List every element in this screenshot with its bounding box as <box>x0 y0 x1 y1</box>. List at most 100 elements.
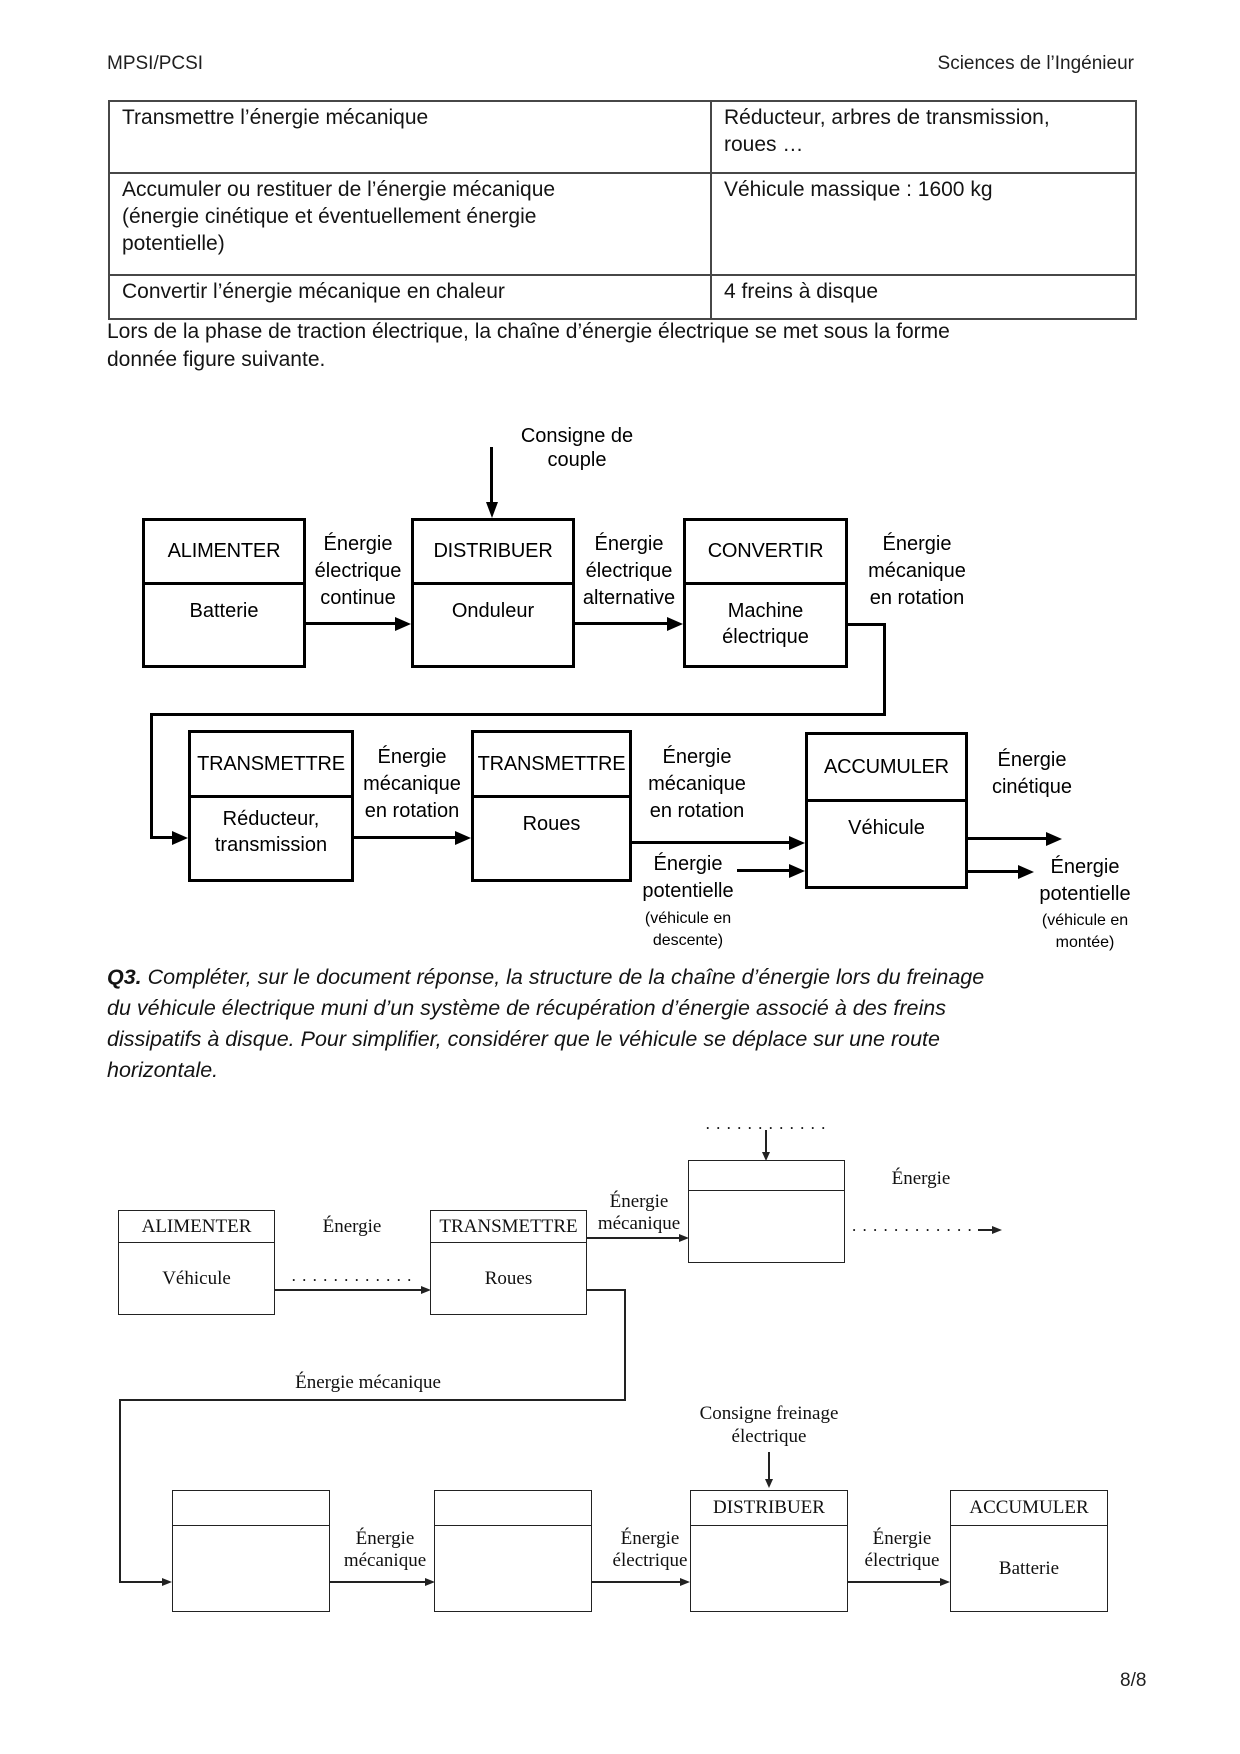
table-cell-function: Accumuler ou restituer de l’énergie méca… <box>108 172 712 276</box>
arrow-down-icon <box>765 1479 773 1488</box>
arrow-line <box>848 1581 941 1583</box>
box-distribuer: DISTRIBUER Onduleur <box>411 518 575 668</box>
table-row: Accumuler ou restituer de l’énergie méca… <box>108 172 1137 276</box>
label-energie-electrique: Énergie électrique <box>612 1528 688 1571</box>
connector-line <box>848 623 886 626</box>
arrow-right-icon <box>162 1578 172 1586</box>
blank-dots: . . . . . . . . . . . . <box>291 1266 413 1285</box>
blank-dots: . . . . . . . . . . . . <box>705 1114 827 1133</box>
arrow-right-icon <box>425 1578 435 1586</box>
note-vehicule-montee: (véhicule en montée) <box>1041 912 1129 951</box>
box-transmettre-roues: TRANSMETTRE Roues <box>471 730 632 882</box>
note-vehicule-descente: (véhicule en descente) <box>644 910 732 949</box>
consigne-arrow-line <box>768 1452 770 1480</box>
box-title: ALIMENTER <box>119 1211 274 1243</box>
box-blank-2 <box>434 1490 592 1612</box>
arrow-right-icon <box>1046 832 1062 846</box>
box-title: ACCUMULER <box>951 1491 1107 1526</box>
arrow-right-icon <box>395 617 411 631</box>
box-alimenter: ALIMENTER Batterie <box>142 518 306 668</box>
box-body <box>691 1526 847 1611</box>
box-body: Batterie <box>998 1557 1060 1579</box>
intro-paragraph: Lors de la phase de traction électrique,… <box>107 320 950 371</box>
box-body: Machine électrique <box>722 600 809 648</box>
arrow-right-icon <box>680 1578 690 1586</box>
label-energie-mecanique-long: Énergie mécanique <box>295 1372 441 1393</box>
header-right: Sciences de l’Ingénieur <box>937 53 1134 74</box>
arrow-line <box>330 1581 426 1583</box>
label-energie-mecanique: Énergie mécanique <box>343 1528 427 1571</box>
arrow-line <box>275 1289 422 1291</box>
label-energie-electrique: Énergie électrique <box>864 1528 940 1571</box>
table-cell-solution: 4 freins à disque <box>710 274 1137 320</box>
box-body-blank <box>435 1526 591 1611</box>
arrow-line <box>632 841 792 844</box>
arrow-line <box>306 622 398 625</box>
arrow-right-icon <box>667 617 683 631</box>
box-body: Véhicule <box>162 1267 231 1289</box>
table-cell-function: Convertir l’énergie mécanique en chaleur <box>108 274 712 320</box>
connector-line <box>119 1399 121 1583</box>
connector-line <box>883 623 886 716</box>
label-energie-electrique-alternative: Énergie électrique alternative <box>582 533 676 609</box>
connector-line <box>150 713 153 839</box>
box-body: Roues <box>522 813 581 835</box>
arrow-line <box>119 1581 162 1583</box>
box-transmettre-roues: TRANSMETTRE Roues <box>430 1210 587 1315</box>
header-left: MPSI/PCSI <box>107 53 204 74</box>
arrow-right-icon <box>1018 865 1034 879</box>
arrow-line <box>587 1237 679 1239</box>
arrow-right-icon <box>421 1286 431 1294</box>
box-title: TRANSMETTRE <box>431 1211 586 1243</box>
label-energie-cinetique: Énergie cinétique <box>991 749 1073 798</box>
connector-line <box>587 1289 626 1291</box>
arrow-line <box>575 622 667 625</box>
label-energie-mecanique: Énergie mécanique <box>597 1191 681 1234</box>
arrow-right-icon <box>679 1234 689 1242</box>
box-blank-convertir <box>688 1160 845 1263</box>
label-energie-electrique-continue: Énergie électrique continue <box>314 533 402 609</box>
box-body: Véhicule <box>848 817 925 839</box>
box-title: CONVERTIR <box>686 521 845 585</box>
box-blank-1 <box>172 1490 330 1612</box>
table-row: Convertir l’énergie mécanique en chaleur… <box>108 274 1137 320</box>
box-body-blank <box>173 1526 329 1611</box>
table-cell-solution: Réducteur, arbres de transmission, roues… <box>710 100 1137 174</box>
box-title: TRANSMETTRE <box>191 733 351 798</box>
box-distribuer: DISTRIBUER <box>690 1490 848 1612</box>
consigne-arrow-line <box>490 447 493 503</box>
q3-number: Q3. <box>107 965 142 989</box>
box-body-blank <box>689 1191 844 1262</box>
box-title: DISTRIBUER <box>414 521 572 585</box>
label-energie-potentielle-in: Énergie potentielle <box>642 853 734 902</box>
connector-line <box>119 1399 626 1401</box>
arrow-right-icon <box>789 836 805 850</box>
table-row: Transmettre l’énergie mécanique Réducteu… <box>108 100 1137 174</box>
box-title: DISTRIBUER <box>691 1491 847 1526</box>
label-energie-out: Énergie <box>891 1168 951 1189</box>
label-consigne-freinage: Consigne freinage électrique <box>699 1403 839 1447</box>
arrow-right-icon <box>455 831 471 845</box>
arrow-line <box>152 836 176 839</box>
consigne-arrow-line <box>765 1130 767 1154</box>
label-energie-potentielle-out: Énergie potentielle <box>1039 856 1131 905</box>
box-title: ALIMENTER <box>145 521 303 585</box>
arrow-line <box>592 1581 681 1583</box>
page-number: 8/8 <box>1120 1670 1147 1691</box>
blank-dots: . . . . . . . . . . . . <box>852 1216 973 1235</box>
arrow-line <box>737 869 791 872</box>
label-energie-mecanique-rotation: Énergie mécanique en rotation <box>648 746 746 822</box>
arrow-line <box>354 836 457 839</box>
arrow-right-icon <box>789 864 805 878</box>
box-accumuler-batterie: ACCUMULER Batterie <box>950 1490 1108 1612</box>
function-table: Transmettre l’énergie mécanique Réducteu… <box>108 100 1137 320</box>
box-body: Roues <box>484 1267 533 1289</box>
arrow-line <box>978 1229 994 1231</box>
box-accumuler: ACCUMULER Véhicule <box>805 732 968 889</box>
arrow-down-icon <box>486 502 498 518</box>
box-alimenter-vehicule: ALIMENTER Véhicule <box>118 1210 275 1315</box>
box-title: ACCUMULER <box>808 735 965 802</box>
box-title-blank <box>173 1491 329 1526</box>
table-cell-solution: Véhicule massique : 1600 kg <box>710 172 1137 276</box>
